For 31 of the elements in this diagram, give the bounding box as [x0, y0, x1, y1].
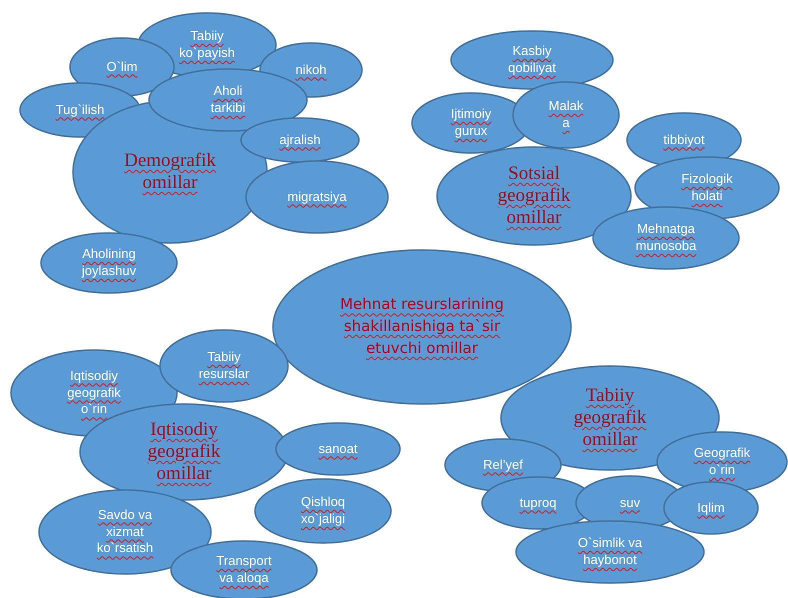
factor-label: ajralish — [278, 132, 322, 148]
central-label: Mehnat resurslarining shakillanishiga ta`sir etuvchi omillar — [339, 294, 505, 359]
factor-label: tibbiyot — [662, 132, 706, 148]
factor-label: nikoh — [294, 62, 328, 78]
category-label: Demografik omillar — [123, 150, 217, 194]
factor-label: Aholining joylashuv — [80, 246, 138, 280]
category-label: Tabiiy geografik omillar — [572, 385, 648, 451]
factor-label: tuproq — [518, 494, 558, 512]
factor-label: Savdo va xizmat ko`rsatish — [96, 506, 154, 558]
factor-label: sanoat — [317, 440, 359, 458]
factor-label: O`simlik va haybonot — [576, 535, 644, 569]
factor-label: Geografik o`rin — [692, 445, 752, 479]
factor-label: Rel’yef — [482, 456, 524, 474]
factor-label: Qishloq xo`jaligi — [300, 494, 346, 528]
factor-label: Tabiiy ko`payish — [178, 28, 236, 62]
factor-label: Ijtimoiy gurux — [450, 106, 492, 140]
category-label: Sotsial geografik omillar — [496, 163, 572, 229]
factor-label: Transport va aloqa — [215, 553, 273, 587]
factor-label: Malak a — [548, 98, 584, 132]
factor-label: Fizologik holati — [680, 171, 734, 205]
category-label: Iqtisodiy geografik omillar — [146, 419, 222, 485]
factor-label: Iqtisodiy geografik o`rin — [66, 368, 122, 418]
factor-label: O`lim — [105, 58, 139, 76]
factor-label: Mehnatga munosoba — [634, 221, 698, 255]
factor-label: Iqlim — [696, 500, 726, 516]
factor-label: suv — [618, 494, 642, 512]
factor-label: Kasbiy qobiliyat — [507, 43, 557, 77]
factor-label: Aholi tarkibi — [210, 83, 246, 117]
factor-label: Tabiiy resurslar — [198, 349, 250, 383]
factor-label: Tug`ilish — [54, 102, 106, 118]
factor-label: migratsiya — [286, 188, 348, 206]
